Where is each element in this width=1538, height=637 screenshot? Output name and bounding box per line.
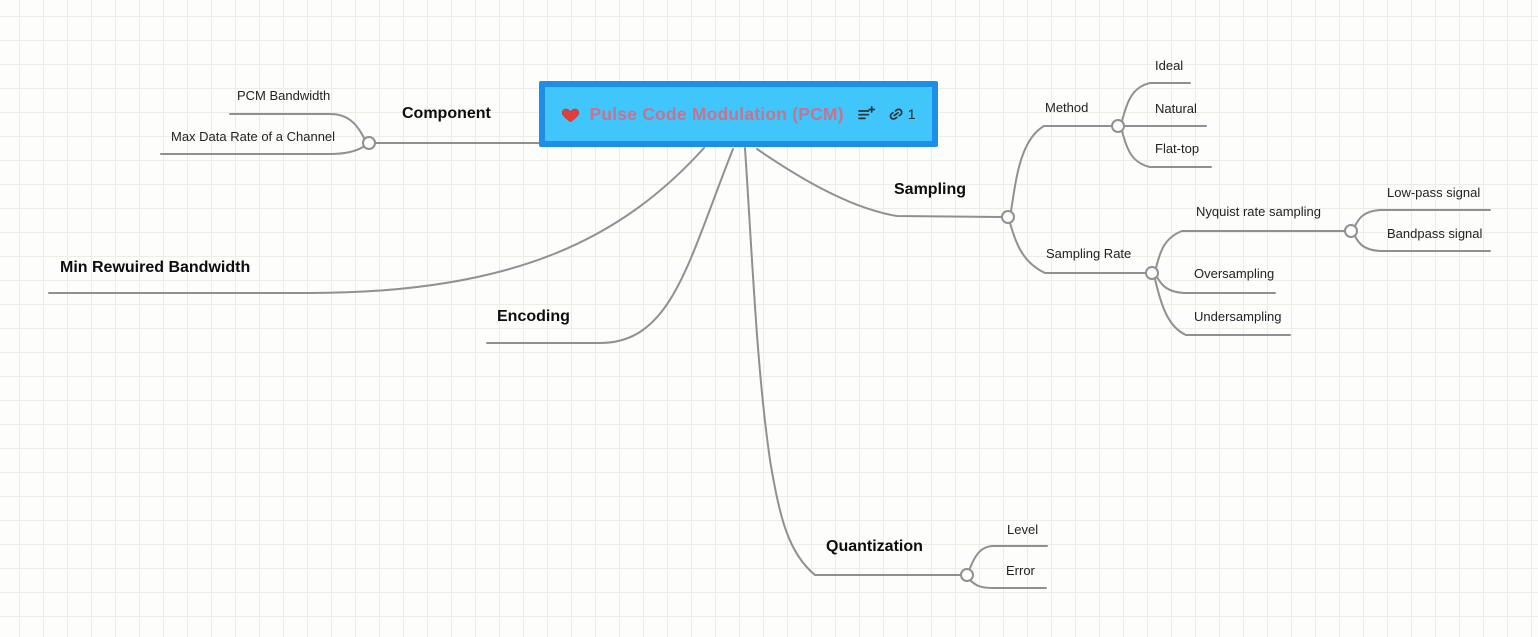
topic-low-pass-signal[interactable]: Low-pass signal [1387,185,1481,200]
branch-error [969,579,1047,589]
topic-natural[interactable]: Natural [1155,101,1197,116]
topic-error[interactable]: Error [1006,563,1035,578]
branch-level [969,545,1048,569]
branch-flat-top [1121,130,1212,168]
link-icon [888,106,904,122]
branch-pcm-bandwidth [229,113,365,139]
branch-nyquist [1155,230,1346,269]
collapse-handle-nyquist[interactable] [1344,224,1358,238]
link-badge[interactable]: 1 [888,106,916,122]
topic-level[interactable]: Level [1007,522,1039,537]
branch-sampling-rate [1009,222,1147,274]
topic-flat-top[interactable]: Flat-top [1155,141,1200,156]
central-topic[interactable]: Pulse Code Modulation (PCM) [539,81,938,147]
collapse-handle-quantization[interactable] [960,568,974,582]
branch-low-pass [1354,209,1491,227]
topic-component[interactable]: Component [402,105,491,122]
branch-quantization [744,147,961,576]
branch-sampling [756,148,1002,218]
branch-ideal [1121,82,1191,122]
topic-bandpass-signal[interactable]: Bandpass signal [1387,226,1483,241]
branch-oversampling [1156,276,1276,294]
branch-encoding [486,148,734,344]
topic-pcm-bandwidth[interactable]: PCM Bandwidth [237,88,331,103]
collapse-handle-component[interactable] [362,136,376,150]
heart-icon [561,105,580,123]
collapse-handle-sampling[interactable] [1001,210,1015,224]
topic-max-data-rate[interactable]: Max Data Rate of a Channel [171,129,336,144]
topic-min-required-bandwidth[interactable]: Min Rewuired Bandwidth [60,259,251,276]
topic-method[interactable]: Method [1045,100,1089,115]
branch-max-data-rate [160,146,364,155]
branch-undersampling [1154,278,1291,336]
notes-icon[interactable] [857,106,875,122]
topic-nyquist-rate-sampling[interactable]: Nyquist rate sampling [1196,204,1321,219]
topic-sampling-rate[interactable]: Sampling Rate [1046,246,1132,261]
branch-method [1010,125,1113,212]
link-count: 1 [907,106,916,122]
topic-quantization[interactable]: Quantization [826,538,923,555]
branch-bandpass [1354,235,1491,252]
topic-oversampling[interactable]: Oversampling [1194,266,1275,281]
branch-min-required [48,147,705,294]
topic-undersampling[interactable]: Undersampling [1194,309,1282,324]
topic-sampling[interactable]: Sampling [894,181,967,198]
central-topic-title: Pulse Code Modulation (PCM) [589,103,844,124]
topic-encoding[interactable]: Encoding [497,308,570,325]
collapse-handle-sampling-rate[interactable] [1145,266,1159,280]
collapse-handle-method[interactable] [1111,119,1125,133]
topic-ideal[interactable]: Ideal [1155,58,1184,73]
